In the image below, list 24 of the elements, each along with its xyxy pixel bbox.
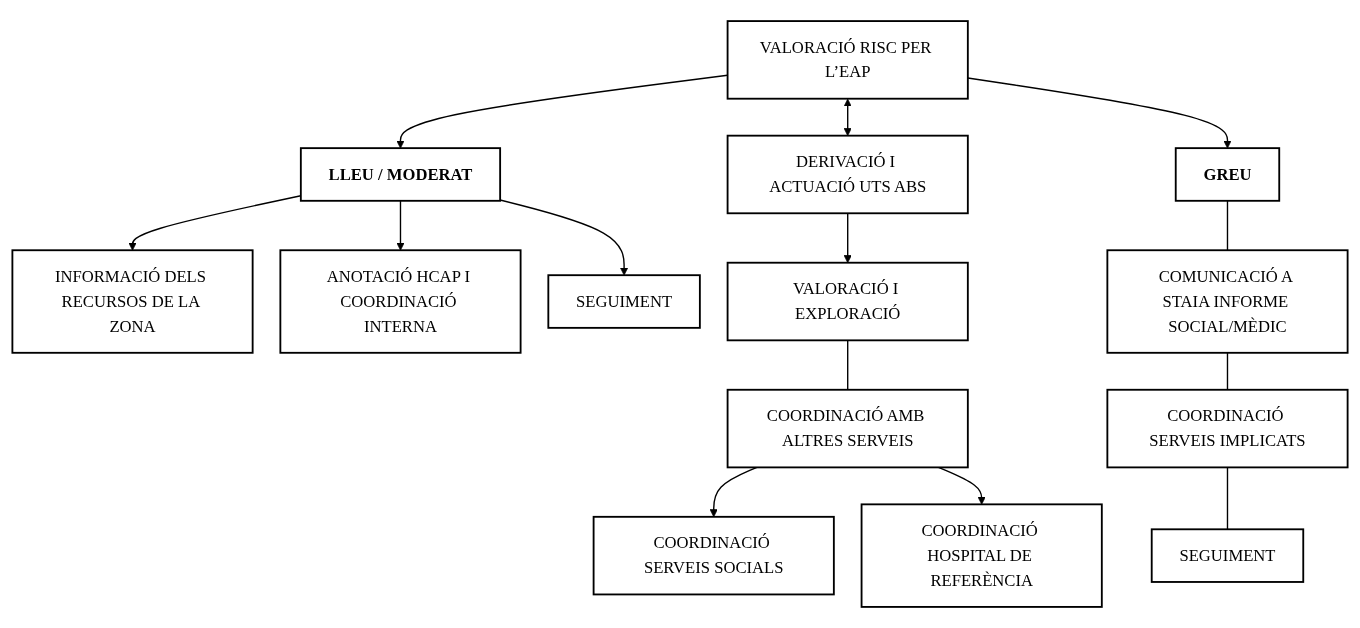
node-box: LLEU / MODERAT <box>299 147 502 202</box>
node-box: INFORMACIÓ DELS RECURSOS DE LA ZONA <box>11 249 254 354</box>
arrow <box>843 98 852 137</box>
node-box: VALORACIÓ RISC PER L’EAP <box>726 20 969 100</box>
node-box: COMUNICACIÓ A STAIA INFORME SOCIAL/MÈDIC <box>1106 249 1349 354</box>
arrow <box>709 466 758 518</box>
connector <box>1226 200 1229 251</box>
node-box: COORDINACIÓ HOSPITAL DE REFERÈNCIA <box>860 503 1103 608</box>
node-box: DERIVACIÓ I ACTUACIÓ UTS ABS <box>726 134 969 215</box>
connector <box>847 339 849 391</box>
arrow <box>499 199 629 276</box>
connector <box>1226 466 1229 530</box>
arrow <box>396 200 405 251</box>
node-box: GREU <box>1174 147 1281 202</box>
node-box: COORDINACIÓ SERVEIS IMPLICATS <box>1106 388 1349 469</box>
connector <box>1226 352 1229 391</box>
node-box: COORDINACIÓ AMB ALTRES SERVEIS <box>726 388 969 469</box>
node-box: SEGUIMENT <box>547 274 701 329</box>
node-box: SEGUIMENT <box>1150 528 1305 583</box>
arrow <box>967 77 1232 149</box>
node-box: ANOTACIÓ HCAP I COORDINACIÓ INTERNA <box>279 249 522 354</box>
node-box: VALORACIÓ I EXPLORACIÓ <box>726 261 969 342</box>
arrow <box>843 212 852 264</box>
node-box: COORDINACIÓ SERVEIS SOCIALS <box>592 515 835 596</box>
